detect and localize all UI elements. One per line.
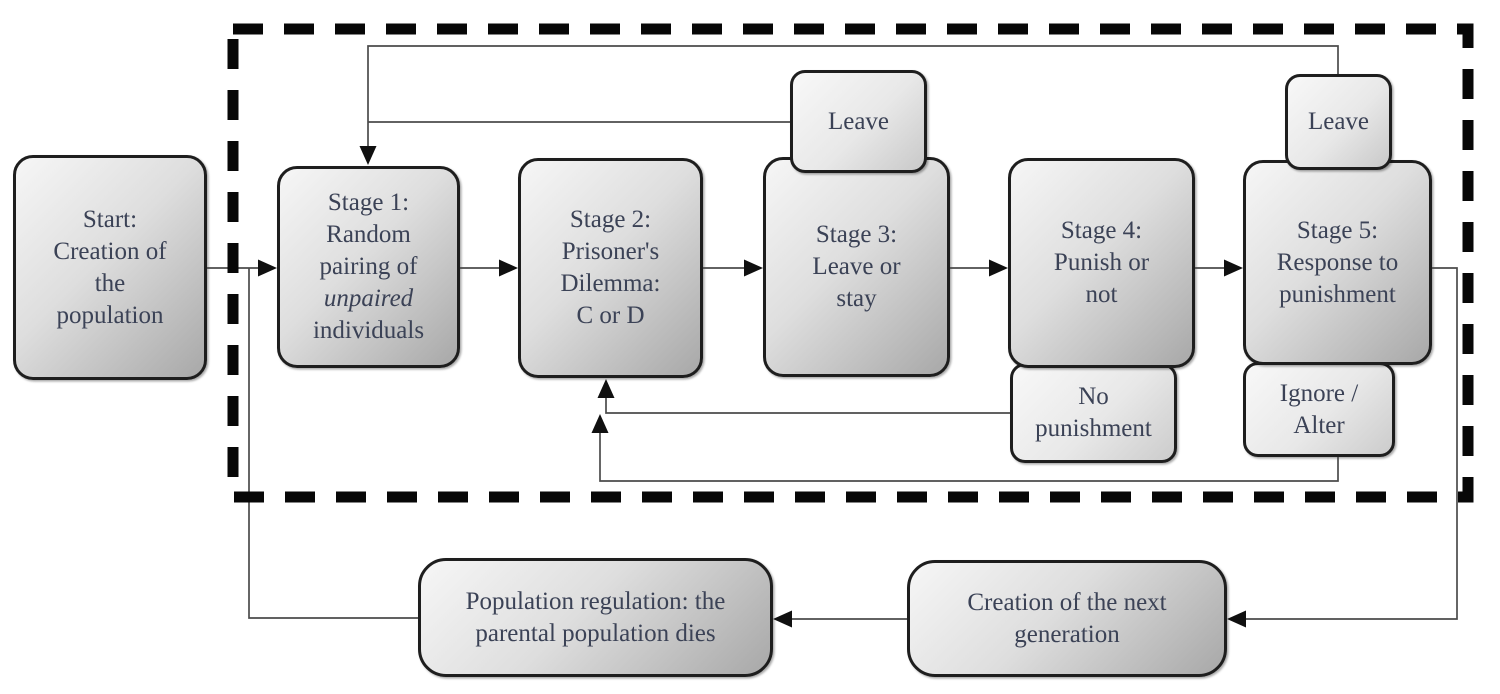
node-no-punishment: No punishment	[1010, 363, 1177, 463]
label-line: not	[1085, 281, 1118, 308]
node-ignore-alter-label: Ignore / Alter	[1246, 378, 1392, 442]
node-no-punishment-label: No punishment	[1013, 381, 1174, 445]
label-line: the	[94, 269, 126, 297]
label-line: Alter	[1293, 411, 1345, 439]
arrowhead	[1224, 259, 1243, 277]
label-line: population	[56, 301, 164, 329]
label-line: C or D	[576, 302, 645, 329]
label-line: No	[1078, 383, 1109, 410]
edge-stage1-to-stage2	[460, 259, 518, 277]
node-stage1-label: Stage 1: Random pairing of unpaired indi…	[280, 187, 457, 347]
edge-no-punishment-to-stage2	[597, 379, 1010, 414]
label-line: Population regulation: the	[465, 587, 726, 615]
arrowhead	[1227, 610, 1246, 628]
label-line: Stage 4:	[1060, 217, 1143, 244]
label-line: Dilemma:	[560, 270, 661, 297]
arrowhead	[744, 259, 763, 277]
node-stage4: Stage 4: Punish or not	[1008, 158, 1195, 368]
node-population-regulation: Population regulation: the parental popu…	[418, 558, 773, 677]
label-line: stay	[836, 285, 877, 312]
label-line-italic: unpaired	[323, 285, 414, 312]
node-stage4-label: Stage 4: Punish or not	[1011, 215, 1192, 311]
arrowhead	[591, 414, 609, 433]
node-stage5: Stage 5: Response to punishment	[1243, 160, 1432, 365]
label-line: Prisoner's	[561, 238, 660, 265]
edge-next-generation-to-population-regulation	[773, 610, 907, 628]
label-line: Stage 3:	[815, 221, 898, 248]
label-line: punishment	[1035, 415, 1152, 442]
label-line: pairing of	[319, 253, 418, 280]
node-leave-stage3: Leave	[790, 70, 927, 173]
label-line: generation	[1014, 620, 1120, 648]
edge-stage3-to-stage4	[950, 259, 1008, 277]
arrowhead	[359, 146, 377, 165]
node-start: Start: Creation of the population	[13, 155, 207, 380]
label-line: Ignore /	[1279, 379, 1359, 407]
node-leave-stage5-label: Leave	[1288, 106, 1389, 138]
node-leave-stage5: Leave	[1285, 74, 1392, 170]
node-stage2: Stage 2: Prisoner's Dilemma: C or D	[518, 158, 703, 378]
label-line: parental population dies	[475, 619, 716, 647]
label-line: Punish or	[1053, 249, 1150, 276]
label-line: Leave	[827, 107, 890, 135]
edge-ignore-alter-to-stage2	[591, 414, 1339, 482]
label-line: punishment	[1279, 280, 1396, 308]
node-stage3-label: Stage 3: Leave or stay	[766, 219, 947, 315]
node-population-regulation-label: Population regulation: the parental popu…	[421, 586, 770, 650]
label-line: Response to	[1276, 248, 1399, 276]
node-next-generation: Creation of the next generation	[907, 560, 1227, 677]
node-ignore-alter: Ignore / Alter	[1243, 362, 1395, 457]
arrowhead	[499, 259, 518, 277]
arrowhead	[258, 259, 277, 277]
label-line: Stage 5:	[1296, 216, 1379, 244]
label-line: Stage 1:	[327, 189, 410, 216]
node-start-label: Start: Creation of the population	[16, 204, 204, 332]
edge-stage4-to-stage5	[1195, 259, 1243, 277]
label-line: Leave or	[812, 253, 901, 280]
node-stage2-label: Stage 2: Prisoner's Dilemma: C or D	[521, 204, 700, 332]
node-stage3: Stage 3: Leave or stay	[763, 157, 950, 377]
arrowhead	[597, 379, 615, 398]
node-stage5-label: Stage 5: Response to punishment	[1246, 215, 1429, 311]
edge-start-to-stage1	[207, 259, 277, 277]
arrowhead	[989, 259, 1008, 277]
label-line: Stage 2:	[569, 206, 652, 233]
label-line: Start:	[82, 205, 138, 233]
label-line: individuals	[312, 317, 425, 344]
label-line: Random	[326, 221, 411, 248]
node-leave-stage3-label: Leave	[793, 106, 924, 138]
arrowhead	[773, 610, 792, 628]
edge-stage2-to-stage3	[703, 259, 763, 277]
label-line: Creation of the next	[967, 588, 1167, 616]
label-line: Leave	[1307, 108, 1370, 135]
label-line: Creation of	[53, 237, 167, 265]
node-stage1: Stage 1: Random pairing of unpaired indi…	[277, 166, 460, 368]
node-next-generation-label: Creation of the next generation	[910, 587, 1224, 651]
